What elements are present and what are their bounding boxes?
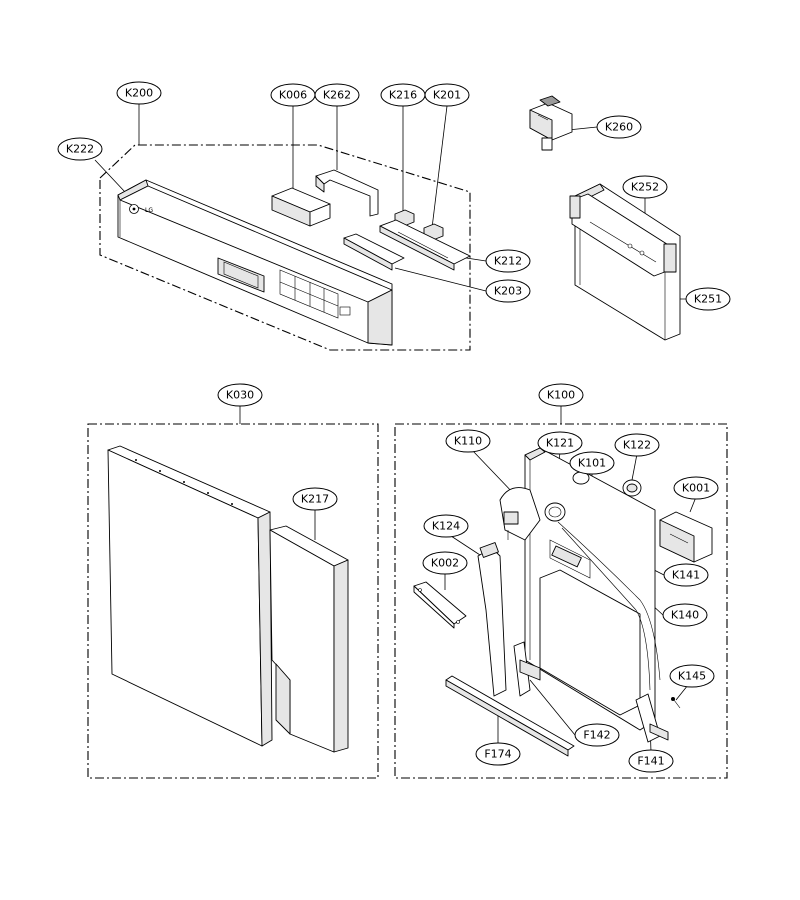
part-k262 <box>315 169 379 217</box>
callout-k216: K216 <box>380 83 426 107</box>
callout-k203: K203 <box>485 279 531 303</box>
part-k203 <box>343 233 405 271</box>
svg-text:K252: K252 <box>631 181 659 194</box>
part-k002 <box>413 581 467 629</box>
part-f141 <box>635 693 669 743</box>
callout-k002: K002 <box>422 551 468 575</box>
svg-text:K201: K201 <box>433 89 461 102</box>
svg-text:K122: K122 <box>623 439 651 452</box>
control-panel-assembly: LG <box>117 179 393 346</box>
callout-k121: K121 <box>537 431 583 455</box>
part-k006 <box>271 187 331 227</box>
callout-k212: K212 <box>485 249 531 273</box>
svg-text:K001: K001 <box>682 482 710 495</box>
svg-text:LG: LG <box>145 207 153 214</box>
svg-text:F174: F174 <box>484 748 511 761</box>
callout-k030: K030 <box>217 383 263 407</box>
part-k212 <box>379 219 471 271</box>
callout-k217: K217 <box>292 487 338 511</box>
frame-k030 <box>87 423 379 779</box>
part-f142 <box>513 641 541 697</box>
part-k030-door <box>107 445 273 747</box>
part-f174 <box>445 675 575 757</box>
callout-k001: K001 <box>673 476 719 500</box>
svg-text:K251: K251 <box>694 293 722 306</box>
svg-text:K217: K217 <box>301 493 329 506</box>
svg-text:K145: K145 <box>678 670 706 683</box>
part-k124 <box>477 542 507 697</box>
part-k110 <box>499 487 541 541</box>
callout-k222: K222 <box>57 137 103 161</box>
callout-k201: K201 <box>424 83 470 107</box>
lg-logo-icon: LG <box>129 204 153 214</box>
part-k260 <box>529 95 573 151</box>
callout-k006: K006 <box>270 83 316 107</box>
svg-text:K140: K140 <box>671 609 699 622</box>
svg-text:K124: K124 <box>432 520 460 533</box>
svg-text:K030: K030 <box>226 389 254 402</box>
svg-text:K262: K262 <box>323 89 351 102</box>
svg-text:K212: K212 <box>494 255 522 268</box>
callout-k101: K101 <box>569 451 615 475</box>
callout-k100: K100 <box>538 383 584 407</box>
callout-k251: K251 <box>685 287 731 311</box>
callout-k110: K110 <box>445 429 491 453</box>
svg-text:F142: F142 <box>583 729 610 742</box>
callout-k124: K124 <box>423 514 469 538</box>
callout-k252: K252 <box>622 175 668 199</box>
svg-text:K216: K216 <box>389 89 417 102</box>
part-k141-k140-wires <box>557 521 661 691</box>
callout-k140: K140 <box>662 603 708 627</box>
callout-f142: F142 <box>574 723 620 747</box>
part-k122 <box>622 479 642 497</box>
callout-f141: F141 <box>628 749 674 773</box>
part-k121 <box>544 502 566 522</box>
svg-text:K222: K222 <box>66 143 94 156</box>
part-k252 <box>569 193 677 277</box>
part-k217 <box>269 525 349 753</box>
svg-text:K260: K260 <box>605 121 633 134</box>
callout-k200: K200 <box>116 81 162 105</box>
callout-k145: K145 <box>669 664 715 688</box>
svg-text:K006: K006 <box>279 89 307 102</box>
svg-text:K110: K110 <box>454 435 482 448</box>
svg-text:K203: K203 <box>494 285 522 298</box>
svg-text:K101: K101 <box>578 457 606 470</box>
svg-text:F141: F141 <box>637 755 664 768</box>
svg-text:K002: K002 <box>431 557 459 570</box>
part-k001 <box>659 511 713 563</box>
svg-text:K121: K121 <box>546 437 574 450</box>
svg-text:K100: K100 <box>547 389 575 402</box>
callout-f174: F174 <box>475 742 521 766</box>
callout-k260: K260 <box>596 115 642 139</box>
callout-k141: K141 <box>663 563 709 587</box>
callout-k262: K262 <box>314 83 360 107</box>
callout-k122: K122 <box>614 433 660 457</box>
svg-text:K200: K200 <box>125 87 153 100</box>
part-k145 <box>671 697 681 709</box>
svg-text:K141: K141 <box>672 569 700 582</box>
